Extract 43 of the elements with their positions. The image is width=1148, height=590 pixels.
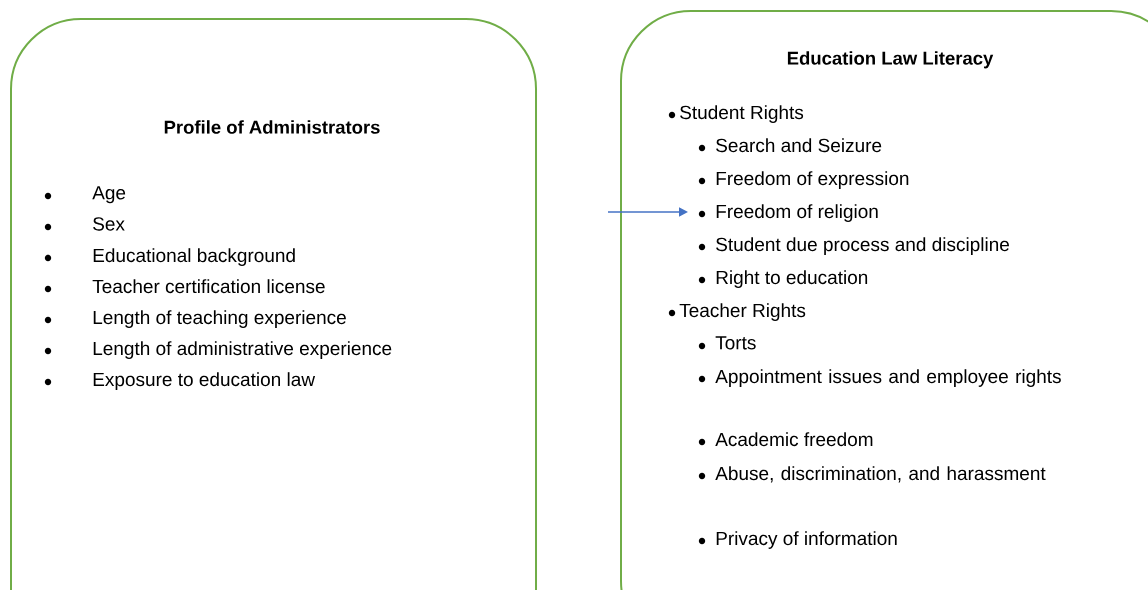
list-item: Teacher Rights — [679, 303, 806, 321]
list-item: Search and Seizure — [716, 138, 882, 153]
list-item: Academic freedom — [715, 432, 873, 447]
bullet — [698, 243, 706, 251]
bullet — [698, 177, 706, 185]
arrow — [607, 207, 688, 217]
list-item: Length of administrative experience — [93, 341, 392, 359]
bullet — [698, 144, 706, 152]
bullet — [698, 210, 706, 218]
list-item: Right to education — [716, 270, 868, 288]
list-item: Appointment issues and employee rights — [715, 369, 1061, 387]
bullet — [698, 342, 706, 350]
list-item: Student Rights — [680, 105, 804, 123]
bullet — [668, 309, 676, 317]
bullet — [44, 285, 52, 293]
bullet — [44, 347, 52, 355]
list-item: Sex — [93, 217, 125, 231]
heading: Education Law Literacy — [787, 51, 994, 69]
bullet — [44, 223, 52, 231]
bullet — [44, 378, 52, 386]
list-item: Exposure to education law — [93, 372, 316, 390]
list-item: Educational background — [93, 248, 295, 266]
list-item: Abuse, discrimination, and harassment — [715, 466, 1046, 483]
bullet — [698, 472, 706, 480]
rounded-box — [620, 10, 1148, 590]
list-item: Freedom of expression — [716, 171, 909, 189]
list-item: Freedom of religion — [716, 204, 878, 222]
list-item: Age — [92, 186, 126, 204]
bullet — [44, 254, 52, 262]
rounded-box — [10, 18, 537, 590]
list-item: Torts — [715, 336, 756, 350]
bullet — [698, 537, 706, 545]
bullet — [668, 111, 676, 119]
list-item: Length of teaching experience — [93, 310, 346, 328]
bullet — [698, 375, 706, 383]
bullet — [44, 192, 52, 200]
bullet — [698, 438, 706, 446]
heading: Profile of Administrators — [164, 120, 380, 134]
list-item: Teacher certification license — [92, 279, 325, 294]
bullet — [44, 316, 52, 324]
list-item: Privacy of information — [716, 531, 897, 549]
list-item: Student due process and discipline — [716, 237, 1009, 255]
bullet — [698, 276, 706, 284]
